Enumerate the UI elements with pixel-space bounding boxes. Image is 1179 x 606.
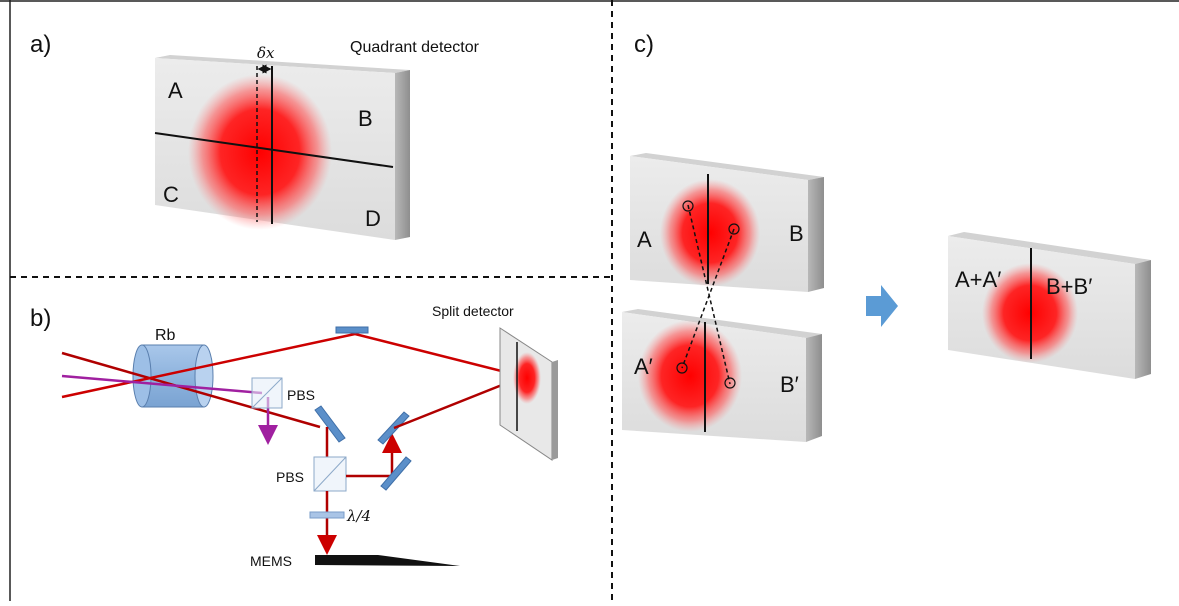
detector-combined-top xyxy=(948,232,1151,264)
detector-top-side xyxy=(808,177,824,292)
pbs-top-label: PBS xyxy=(287,387,315,403)
rb-cell-label: Rb xyxy=(155,327,176,344)
panel-c-label: c) xyxy=(634,31,654,58)
quadrant-label-a: A xyxy=(168,78,183,103)
pbs-bottom-diagonal xyxy=(313,456,347,492)
marker-bottom-right xyxy=(724,377,736,389)
panel-a-label: a) xyxy=(30,31,51,58)
detector-bottom-spot xyxy=(638,320,742,432)
top-mirror xyxy=(335,326,369,334)
quadrant-detector-top xyxy=(155,55,410,73)
marker-top-left xyxy=(682,200,694,212)
quadrant-detector-title: Quadrant detector xyxy=(350,39,480,56)
pbs-top-diagonal xyxy=(251,377,283,409)
pbs-bottom-label: PBS xyxy=(276,469,304,485)
split-detector-side xyxy=(552,360,558,460)
panel-c: c) A B A′ B′ A+A′ B+B′ xyxy=(622,31,1151,442)
detector-bottom-label-b-prime: B′ xyxy=(780,372,799,397)
detector-top-label-a: A xyxy=(637,227,652,252)
detector-bottom-side xyxy=(806,334,822,442)
signal-beam xyxy=(393,375,522,430)
detector-combined-side xyxy=(1135,260,1151,379)
panel-b: b) Rb PBS PBS λ/4 MEMS xyxy=(30,303,558,569)
quarter-wave-plate xyxy=(309,511,345,519)
detector-combined-label-left: A+A′ xyxy=(955,267,1001,292)
probe-beam-up xyxy=(61,332,356,399)
quadrant-detector-side xyxy=(395,70,410,240)
detector-top-spot xyxy=(660,179,760,287)
detector-top-label-b: B xyxy=(789,221,804,246)
pump-beam xyxy=(61,374,263,395)
quadrant-horizontal-line xyxy=(154,132,394,168)
detector-combined-label-right: B+B′ xyxy=(1046,274,1092,299)
quadrant-label-b: B xyxy=(358,106,373,131)
split-detector-spot xyxy=(513,352,541,404)
reference-beam xyxy=(354,332,522,382)
offset-label: δx xyxy=(257,44,275,62)
rb-cell-right-window xyxy=(194,344,214,408)
quadrant-label-d: D xyxy=(365,206,381,231)
mems-mirror xyxy=(315,555,460,566)
marker-bottom-left xyxy=(676,362,688,374)
detector-bottom-label-a-prime: A′ xyxy=(634,354,653,379)
fold-mirror-2 xyxy=(380,456,412,491)
fold-mirror-3 xyxy=(377,411,410,445)
split-detector-title: Split detector xyxy=(432,303,514,319)
laser-spot-a xyxy=(188,74,332,230)
panel-b-label: b) xyxy=(30,305,51,332)
marker-top-right xyxy=(728,223,740,235)
fold-mirror-1 xyxy=(314,405,346,443)
probe-beam-down xyxy=(61,351,321,429)
combine-arrow-icon xyxy=(866,285,898,327)
detector-top-top xyxy=(630,153,824,180)
detector-bottom-top xyxy=(622,309,822,338)
waveplate-label: λ/4 xyxy=(346,507,371,525)
panel-a: a) Quadrant detector δx A B C D xyxy=(30,31,480,240)
quadrant-label-c: C xyxy=(163,182,179,207)
mapping-line-b-to-a-prime xyxy=(681,228,735,369)
mems-label: MEMS xyxy=(250,553,292,569)
